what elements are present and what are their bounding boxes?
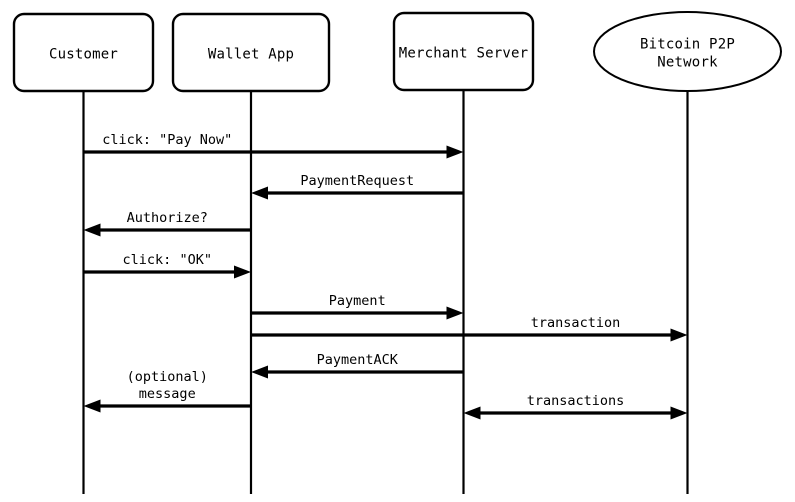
bitcoin-p2p-network-label-line: Bitcoin P2P: [640, 37, 735, 53]
transactions-arrowhead-from: [463, 406, 481, 420]
message-payment: Payment: [251, 293, 464, 320]
participant-customer: Customer: [12, 12, 155, 93]
payment-ack-arrowhead-to: [251, 365, 268, 379]
optional-message-label: (optional)message: [127, 369, 208, 402]
payment-ack-label: PaymentACK: [317, 352, 399, 368]
transaction-arrowhead-to: [670, 328, 688, 342]
message-optional-message: (optional)message: [83, 369, 251, 413]
transactions-label: transactions: [527, 393, 625, 409]
message-payment-ack: PaymentACK: [251, 352, 464, 379]
optional-message-label-line: message: [139, 386, 196, 402]
click-ok-label-line: click: "OK": [123, 252, 212, 268]
message-transactions: transactions: [463, 393, 688, 420]
optional-message-label-line: (optional): [127, 369, 208, 385]
authorize-label-line: Authorize?: [127, 210, 208, 226]
authorize-arrowhead-to: [83, 223, 101, 237]
merchant-server-box: [392, 11, 535, 92]
merchant-server-label: Merchant Server: [399, 46, 528, 62]
transaction-label: transaction: [531, 315, 620, 331]
bitcoin-p2p-network-ellipse: [593, 11, 782, 92]
payment-label-line: Payment: [329, 293, 386, 309]
customer-box: [12, 12, 155, 93]
payment-ack-label-line: PaymentACK: [317, 352, 399, 368]
payment-request-label: PaymentRequest: [300, 173, 414, 189]
participant-wallet-app: Wallet App: [171, 12, 331, 93]
optional-message-arrowhead-to: [83, 399, 101, 413]
wallet-app-label-line: Wallet App: [208, 47, 294, 63]
participant-merchant-server: Merchant Server: [392, 11, 535, 92]
bitcoin-p2p-network-label-line: Network: [657, 55, 718, 71]
customer-label-line: Customer: [49, 47, 118, 63]
payment-request-label-line: PaymentRequest: [300, 173, 414, 189]
customer-label: Customer: [49, 47, 118, 63]
authorize-label: Authorize?: [127, 210, 208, 226]
transaction-label-line: transaction: [531, 315, 620, 331]
message-click-pay-now: click: "Pay Now": [83, 132, 464, 159]
click-pay-now-label: click: "Pay Now": [102, 132, 232, 148]
click-ok-arrowhead-to: [234, 265, 251, 279]
message-authorize: Authorize?: [83, 210, 251, 237]
transactions-label-line: transactions: [527, 393, 625, 409]
transactions-arrowhead-to: [670, 406, 688, 420]
wallet-app-label: Wallet App: [208, 47, 294, 63]
message-click-ok: click: "OK": [83, 252, 251, 279]
bitcoin-p2p-network-label: Bitcoin P2P Network: [640, 37, 735, 71]
click-pay-now-arrowhead-to: [446, 145, 464, 159]
wallet-app-box: [171, 12, 331, 93]
message-payment-request: PaymentRequest: [251, 173, 464, 200]
payment-arrowhead-to: [446, 306, 464, 320]
merchant-server-label-line: Merchant Server: [399, 46, 528, 62]
payment-label: Payment: [329, 293, 386, 309]
click-pay-now-label-line: click: "Pay Now": [102, 132, 232, 148]
message-transaction: transaction: [251, 315, 688, 342]
participant-bitcoin-p2p-network: Bitcoin P2P Network: [593, 11, 782, 92]
click-ok-label: click: "OK": [123, 252, 212, 268]
payment-request-arrowhead-to: [251, 186, 268, 200]
